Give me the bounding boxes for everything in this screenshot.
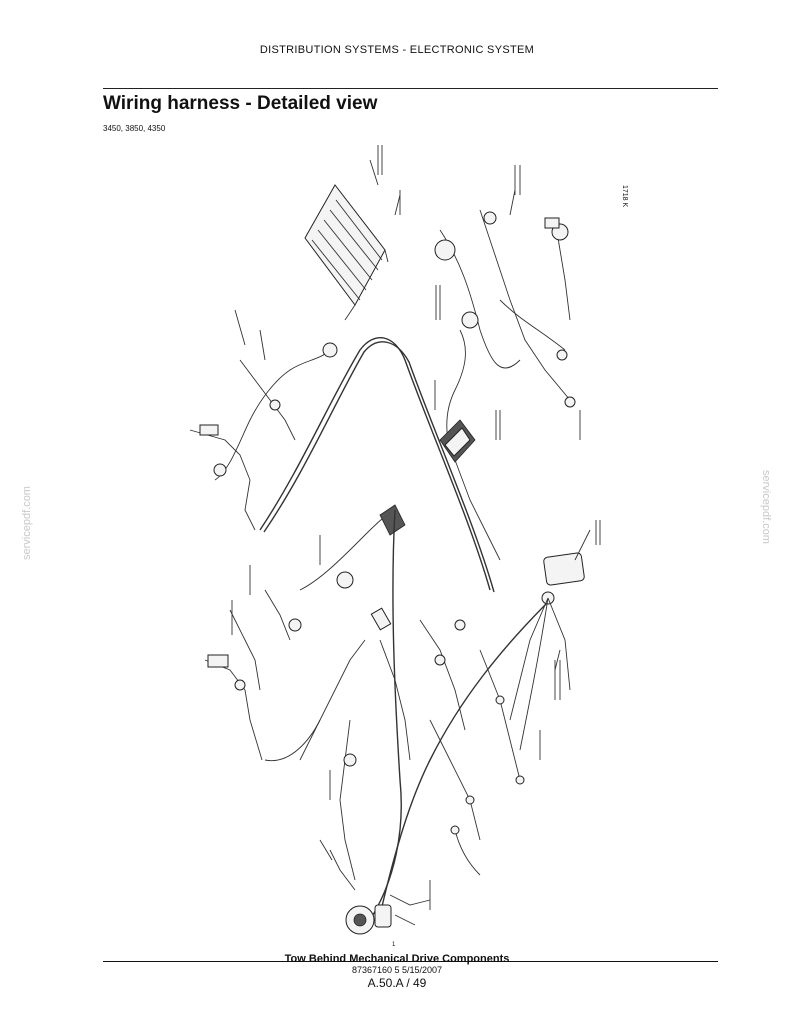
footer-title: Tow Behind Mechanical Drive Components xyxy=(284,953,510,965)
central-connector xyxy=(439,419,476,463)
footer-page-number: A.50.A / 49 xyxy=(367,976,427,990)
header-rule xyxy=(103,88,718,89)
lower-harness-main xyxy=(369,509,402,921)
right-module xyxy=(541,552,585,605)
footer-rule xyxy=(103,961,718,962)
mid-connector xyxy=(379,504,406,536)
bottom-connector-cluster xyxy=(345,894,431,935)
control-panel-part xyxy=(304,184,389,321)
model-list: 3450, 3850, 4350 xyxy=(103,124,166,133)
page-title: Wiring harness - Detailed view xyxy=(103,93,378,114)
main-harness-loop xyxy=(259,337,491,591)
section-header: DISTRIBUTION SYSTEMS - ELECTRONIC SYSTEM xyxy=(259,44,535,56)
footer-doc-number: 87367160 5 5/15/2007 xyxy=(351,965,443,975)
figure-number: 1 xyxy=(392,942,396,948)
